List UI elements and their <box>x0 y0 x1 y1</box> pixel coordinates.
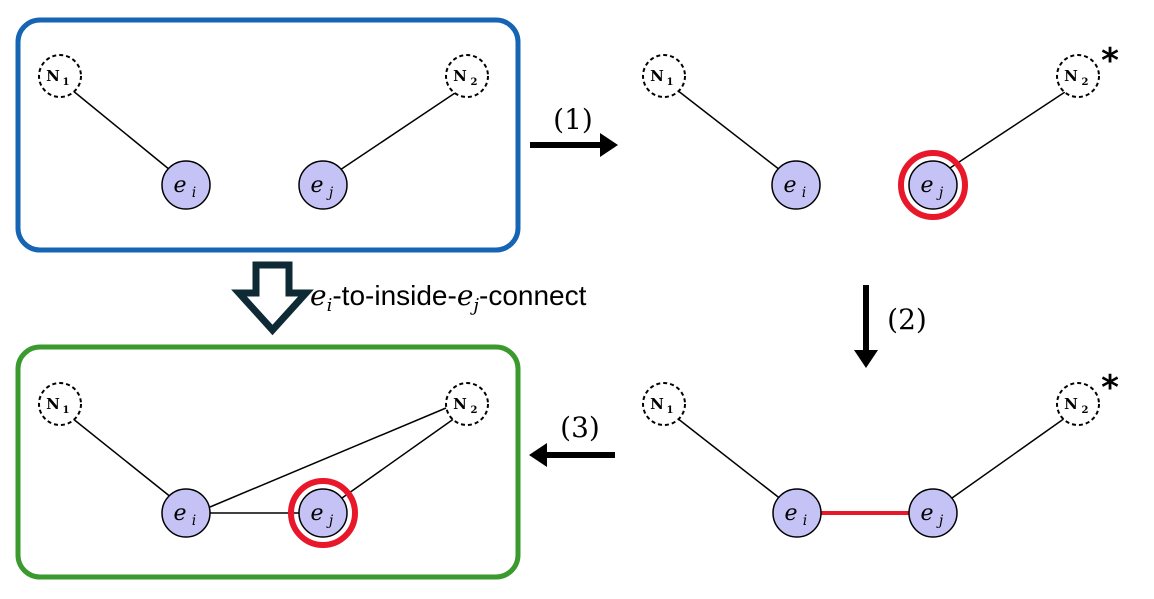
entity-node-ei-b: e i <box>771 160 821 210</box>
svg-text:e: e <box>310 501 323 526</box>
edge-n1-ei-d <box>71 417 173 499</box>
svg-text:2: 2 <box>471 405 478 416</box>
neighbor-node-n1-d: N 1 <box>38 382 82 426</box>
edge-n1-ei-c <box>676 417 783 501</box>
svg-text:e: e <box>310 173 323 198</box>
neighbor-node-n2-b: N 2 <box>1056 54 1100 98</box>
svg-text:1: 1 <box>667 405 674 416</box>
svg-text:N: N <box>453 395 467 413</box>
svg-text:N: N <box>46 395 60 413</box>
entity-node-ej-b-highlighted: e j <box>898 150 968 220</box>
svg-text:j: j <box>936 185 944 201</box>
result-state-panel <box>15 344 521 580</box>
edge-n2-ej-b <box>949 91 1066 169</box>
neighbor-node-n1-b: N 1 <box>642 54 686 98</box>
svg-text:i: i <box>803 513 807 529</box>
svg-text:2: 2 <box>471 77 478 88</box>
svg-text:e: e <box>783 173 796 198</box>
step-3-label: (3) <box>560 411 600 444</box>
step-2-arrow <box>854 285 878 368</box>
entity-node-ej-d-highlighted: e j <box>288 478 358 548</box>
svg-text:N: N <box>650 395 664 413</box>
entity-node-ei-d: e i <box>161 488 211 538</box>
initial-state-panel <box>15 17 521 253</box>
svg-text:N: N <box>1064 67 1078 85</box>
svg-text:j: j <box>936 513 944 529</box>
neighbor-node-n1: N 1 <box>38 54 82 98</box>
svg-text:1: 1 <box>667 77 674 88</box>
edge-n2-ej-d <box>341 417 456 499</box>
svg-text:2: 2 <box>1082 77 1089 88</box>
svg-text:N: N <box>453 67 467 85</box>
svg-text:e: e <box>173 501 186 526</box>
svg-text:1: 1 <box>63 77 70 88</box>
svg-text:j: j <box>326 185 334 201</box>
svg-text:2: 2 <box>1082 405 1089 416</box>
svg-text:1: 1 <box>63 405 70 416</box>
selected-marker-star-b: * <box>1101 41 1119 81</box>
neighbor-node-n2: N 2 <box>445 54 489 98</box>
step-1-arrow <box>530 133 618 157</box>
svg-text:e: e <box>173 173 186 198</box>
svg-text:e: e <box>920 501 933 526</box>
edge-n2-ej <box>339 92 456 171</box>
edge-n2-ei-d <box>209 407 447 508</box>
entity-node-ej: e j <box>298 160 348 210</box>
step-2-label: (2) <box>887 303 927 336</box>
svg-text:j: j <box>326 513 334 529</box>
svg-text:e: e <box>784 501 797 526</box>
neighbor-node-n1-c: N 1 <box>642 382 686 426</box>
svg-text:i: i <box>192 513 196 529</box>
step-1-label: (1) <box>553 103 593 136</box>
svg-text:N: N <box>46 67 60 85</box>
operation-label: ei-to-inside-ej-connect <box>310 279 587 316</box>
entity-node-ei: e i <box>161 160 211 210</box>
svg-text:i: i <box>192 185 196 201</box>
svg-text:i: i <box>802 185 806 201</box>
svg-text:N: N <box>1064 395 1078 413</box>
entity-node-ej-c: e j <box>908 488 958 538</box>
neighbor-node-n2-c: N 2 <box>1056 382 1100 426</box>
selected-marker-star-c: * <box>1101 368 1119 408</box>
edge-n2-ej-c <box>951 417 1066 499</box>
svg-text:e: e <box>920 173 933 198</box>
entity-node-ei-c: e i <box>772 488 822 538</box>
neighbor-node-n2-d: N 2 <box>445 382 489 426</box>
svg-text:N: N <box>650 67 664 85</box>
operation-down-arrow-icon <box>231 261 314 336</box>
edge-n1-ei-b <box>676 89 781 171</box>
step-3-arrow <box>529 443 615 467</box>
edge-n1-ei <box>71 89 171 171</box>
